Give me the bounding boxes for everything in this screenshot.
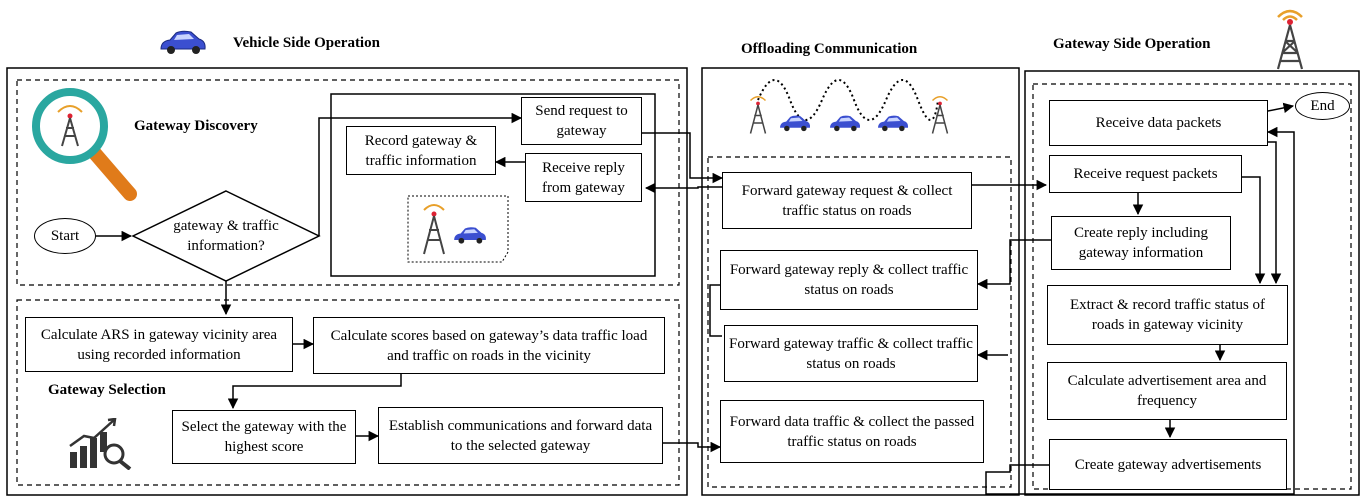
forward-request-box: Forward gateway request & collect traffi… xyxy=(722,172,972,229)
car-icon xyxy=(878,115,909,132)
start-terminal: Start xyxy=(34,218,96,254)
tower-icon xyxy=(749,96,767,134)
receive-request-box: Receive request packets xyxy=(1049,155,1242,193)
create-advertisements-box: Create gateway advertisements xyxy=(1049,439,1287,490)
vehicle-side-heading: Vehicle Side Operation xyxy=(233,35,380,51)
tower-icon xyxy=(931,96,949,134)
calculate-scores-box: Calculate scores based on gateway’s data… xyxy=(313,317,665,374)
send-request-box: Send request to gateway xyxy=(521,97,642,145)
calculate-ars-box: Calculate ARS in gateway vicinity area u… xyxy=(25,317,293,372)
create-reply-box: Create reply including gateway informati… xyxy=(1051,216,1231,270)
magnifier-icon xyxy=(32,88,137,201)
forward-data-box: Forward data traffic & collect the passe… xyxy=(720,400,984,463)
extract-record-box: Extract & record traffic status of roads… xyxy=(1047,285,1288,345)
car-icon xyxy=(830,115,861,132)
offloading-panel xyxy=(701,67,1020,496)
tower-icon xyxy=(1276,9,1304,70)
vehicle-panel xyxy=(6,67,688,496)
car-icon xyxy=(780,115,811,132)
establish-communications-box: Establish communications and forward dat… xyxy=(378,407,663,464)
discovery-section xyxy=(16,79,680,286)
select-gateway-box: Select the gateway with the highest scor… xyxy=(172,410,356,464)
end-terminal: End xyxy=(1295,92,1350,120)
calculate-advertisement-box: Calculate advertisement area and frequen… xyxy=(1047,362,1287,420)
car-icon xyxy=(454,227,486,244)
car-icon xyxy=(160,30,206,54)
forward-reply-box: Forward gateway reply & collect traffic … xyxy=(720,250,978,310)
gateway-discovery-heading: Gateway Discovery xyxy=(134,118,258,134)
tower-icon xyxy=(423,204,445,255)
record-info-box: Record gateway & traffic information xyxy=(346,126,496,175)
forward-traffic-box: Forward gateway traffic & collect traffi… xyxy=(724,325,978,382)
gateway-side-heading: Gateway Side Operation xyxy=(1053,36,1211,52)
growth-chart-icon xyxy=(69,418,132,470)
wireless-link xyxy=(757,79,939,121)
gateway-selection-heading: Gateway Selection xyxy=(48,382,166,398)
receive-reply-box: Receive reply from gateway xyxy=(525,153,642,202)
gateway-panel xyxy=(1024,70,1360,496)
offloading-heading: Offloading Communication xyxy=(741,41,918,57)
decision-label: gateway & traffic information? xyxy=(173,218,279,254)
receive-data-box: Receive data packets xyxy=(1049,100,1268,146)
offloading-section xyxy=(707,156,1012,488)
